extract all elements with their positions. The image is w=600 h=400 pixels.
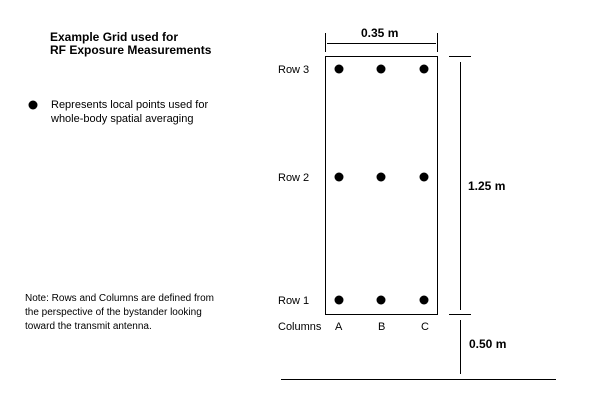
- point-row2-b: [376, 172, 386, 182]
- note-line-3: toward the transmit antenna.: [25, 321, 152, 332]
- row-label-2: Row 2: [278, 172, 310, 184]
- point-row3-a: [334, 64, 344, 74]
- point-row1-c: [419, 295, 429, 305]
- height-label: 1.25 m: [468, 179, 506, 193]
- point-row3-b: [376, 64, 386, 74]
- point-row1-b: [376, 295, 386, 305]
- measurement-area: [325, 56, 438, 315]
- point-row2-c: [419, 172, 429, 182]
- column-label-b: B: [378, 321, 386, 333]
- width-label: 0.35 m: [361, 26, 399, 40]
- measurement-points: [28, 64, 429, 305]
- title-line-1: Example Grid used for: [50, 30, 179, 44]
- legend-line-2: whole-body spatial averaging: [51, 113, 194, 125]
- row-label-3: Row 3: [278, 64, 310, 76]
- point-row1-a: [334, 295, 344, 305]
- row-label-1: Row 1: [278, 295, 310, 307]
- dimension-lines: [281, 33, 556, 380]
- title-line-2: RF Exposure Measurements: [50, 43, 212, 57]
- column-label-c: C: [421, 321, 429, 333]
- note-line-2: the perspective of the bystander looking: [25, 307, 202, 318]
- point-row3-c: [419, 64, 429, 74]
- legend-dot-icon: [28, 100, 38, 110]
- columns-label: Columns: [278, 321, 322, 333]
- column-label-a: A: [335, 321, 343, 333]
- point-row2-a: [334, 172, 344, 182]
- legend-line-1: Represents local points used for: [51, 99, 209, 111]
- note-line-1: Note: Rows and Columns are defined from: [25, 293, 214, 304]
- offset-label: 0.50 m: [469, 337, 507, 351]
